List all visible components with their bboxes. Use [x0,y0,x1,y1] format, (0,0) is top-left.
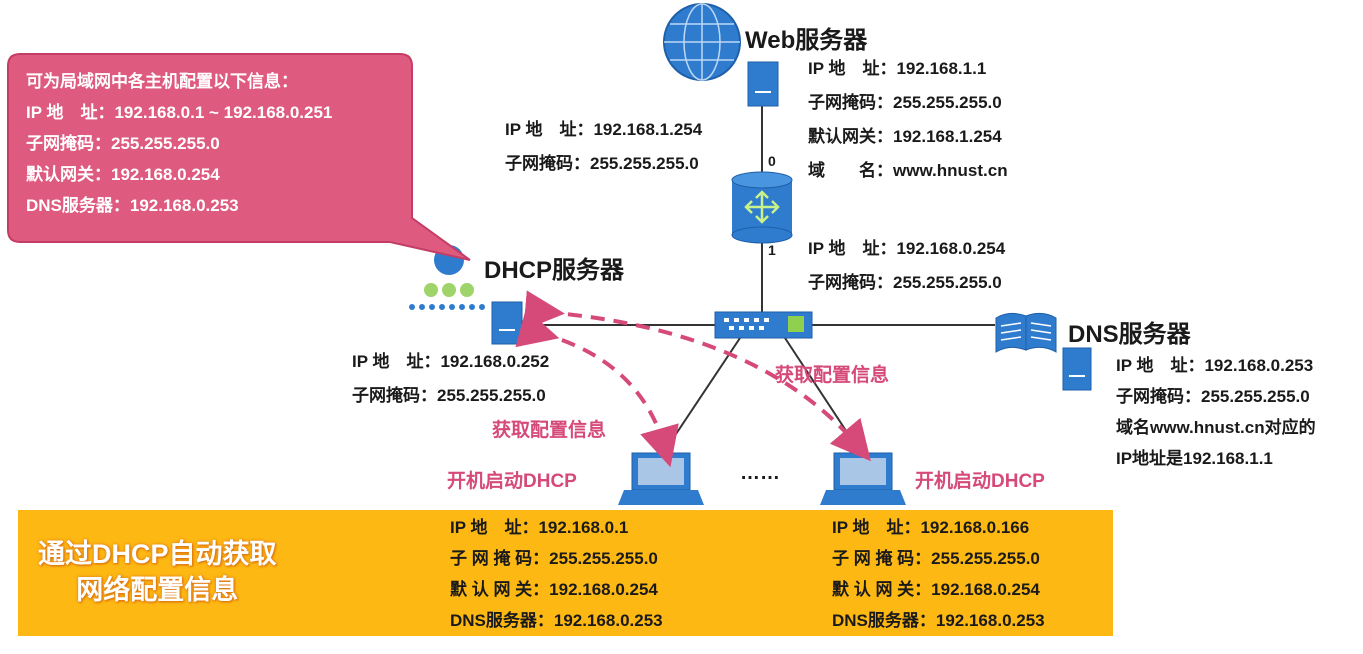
info-line: IP 地 址：192.168.0.253 [1116,356,1314,375]
dns-server-info: IP 地 址：192.168.0.253 子网掩码：255.255.255.0 … [1116,350,1316,474]
book-icon [995,312,1057,353]
info-line: IP地址是192.168.1.1 [1116,449,1273,468]
info-line: 子 网 掩 码：255.255.255.0 [450,549,658,568]
web-server-info: IP 地 址：192.168.1.1 子网掩码：255.255.255.0 默认… [808,52,1008,188]
callout-bubble [7,53,471,261]
dhcp-server-icon [491,301,523,345]
info-line: 子 网 掩 码：255.255.255.0 [832,549,1040,568]
link-switch-host-right [784,337,863,456]
info-line: DNS服务器：192.168.0.253 [832,611,1045,630]
hosts-ellipsis: …… [740,462,780,484]
callout-heading: 可为局域网中各主机配置以下信息： [26,72,298,91]
router-port1-info: IP 地 址：192.168.0.254 子网掩码：255.255.255.0 [808,232,1005,300]
router-port1-label: 1 [768,242,776,258]
dns-server-icon [1062,347,1092,391]
globe-icon [663,3,741,81]
info-line: DNS服务器：192.168.0.253 [450,611,663,630]
callout-text: 可为局域网中各主机配置以下信息： IP 地 址：192.168.0.1 ~ 19… [26,66,332,221]
info-line: 默 认 网 关：192.168.0.254 [450,580,658,599]
info-line: IP 地 址：192.168.0.254 [808,239,1006,258]
arrow-label-left: 获取配置信息 [492,420,607,441]
info-line: IP 地 址：192.168.1.1 [808,59,987,78]
banner-right-host-info: IP 地 址：192.168.0.166 子 网 掩 码：255.255.255… [832,512,1045,636]
banner-left-host-info: IP 地 址：192.168.0.1 子 网 掩 码：255.255.255.0… [450,512,663,636]
dns-server-title: DNS服务器 [1068,321,1191,348]
info-line: IP 地 址：192.168.0.166 [832,518,1030,537]
info-line: 默 认 网 关：192.168.0.254 [832,580,1040,599]
laptop-left-icon [618,452,704,505]
web-server-icon [747,61,779,107]
dhcp-server-info: IP 地 址：192.168.0.252 子网掩码：255.255.255.0 [352,345,549,413]
dhcp-server-title: DHCP服务器 [484,257,625,284]
switch-icon [714,311,813,339]
info-line: 域名www.hnust.cn对应的 [1116,418,1316,437]
router-icon [731,171,793,244]
callout-line: 子网掩码：255.255.255.0 [26,134,220,153]
router-port0-label: 0 [768,153,776,169]
banner-title-line2: 网络配置信息 [76,575,239,605]
info-line: 域 名：www.hnust.cn [808,161,1008,180]
arrow-dhcp-host-right [523,290,871,462]
info-line: 子网掩码：255.255.255.0 [808,93,1002,112]
info-line: IP 地 址：192.168.0.1 [450,518,629,537]
summary-banner [18,510,1113,636]
router-port0-info: IP 地 址：192.168.1.254 子网掩码：255.255.255.0 [505,113,702,181]
callout-line: DNS服务器：192.168.0.253 [26,196,239,215]
info-line: 子网掩码：255.255.255.0 [1116,387,1310,406]
banner-title-line1: 通过DHCP自动获取 [38,539,277,569]
callout-line: IP 地 址：192.168.0.1 ~ 192.168.0.251 [26,103,333,122]
host-right-label: 开机启动DHCP [915,471,1045,492]
banner-title: 通过DHCP自动获取 网络配置信息 [38,536,277,608]
web-server-title: Web服务器 [745,27,868,54]
host-left-label: 开机启动DHCP [447,471,577,492]
callout-line: 默认网关：192.168.0.254 [26,165,220,184]
info-line: 子网掩码：255.255.255.0 [808,273,1002,292]
info-line: 子网掩码：255.255.255.0 [505,154,699,173]
info-line: IP 地 址：192.168.0.252 [352,352,550,371]
arrow-label-right: 获取配置信息 [775,365,890,386]
laptop-right-icon [820,452,906,505]
info-line: 子网掩码：255.255.255.0 [352,386,546,405]
info-line: IP 地 址：192.168.1.254 [505,120,703,139]
info-line: 默认网关：192.168.1.254 [808,127,1002,146]
